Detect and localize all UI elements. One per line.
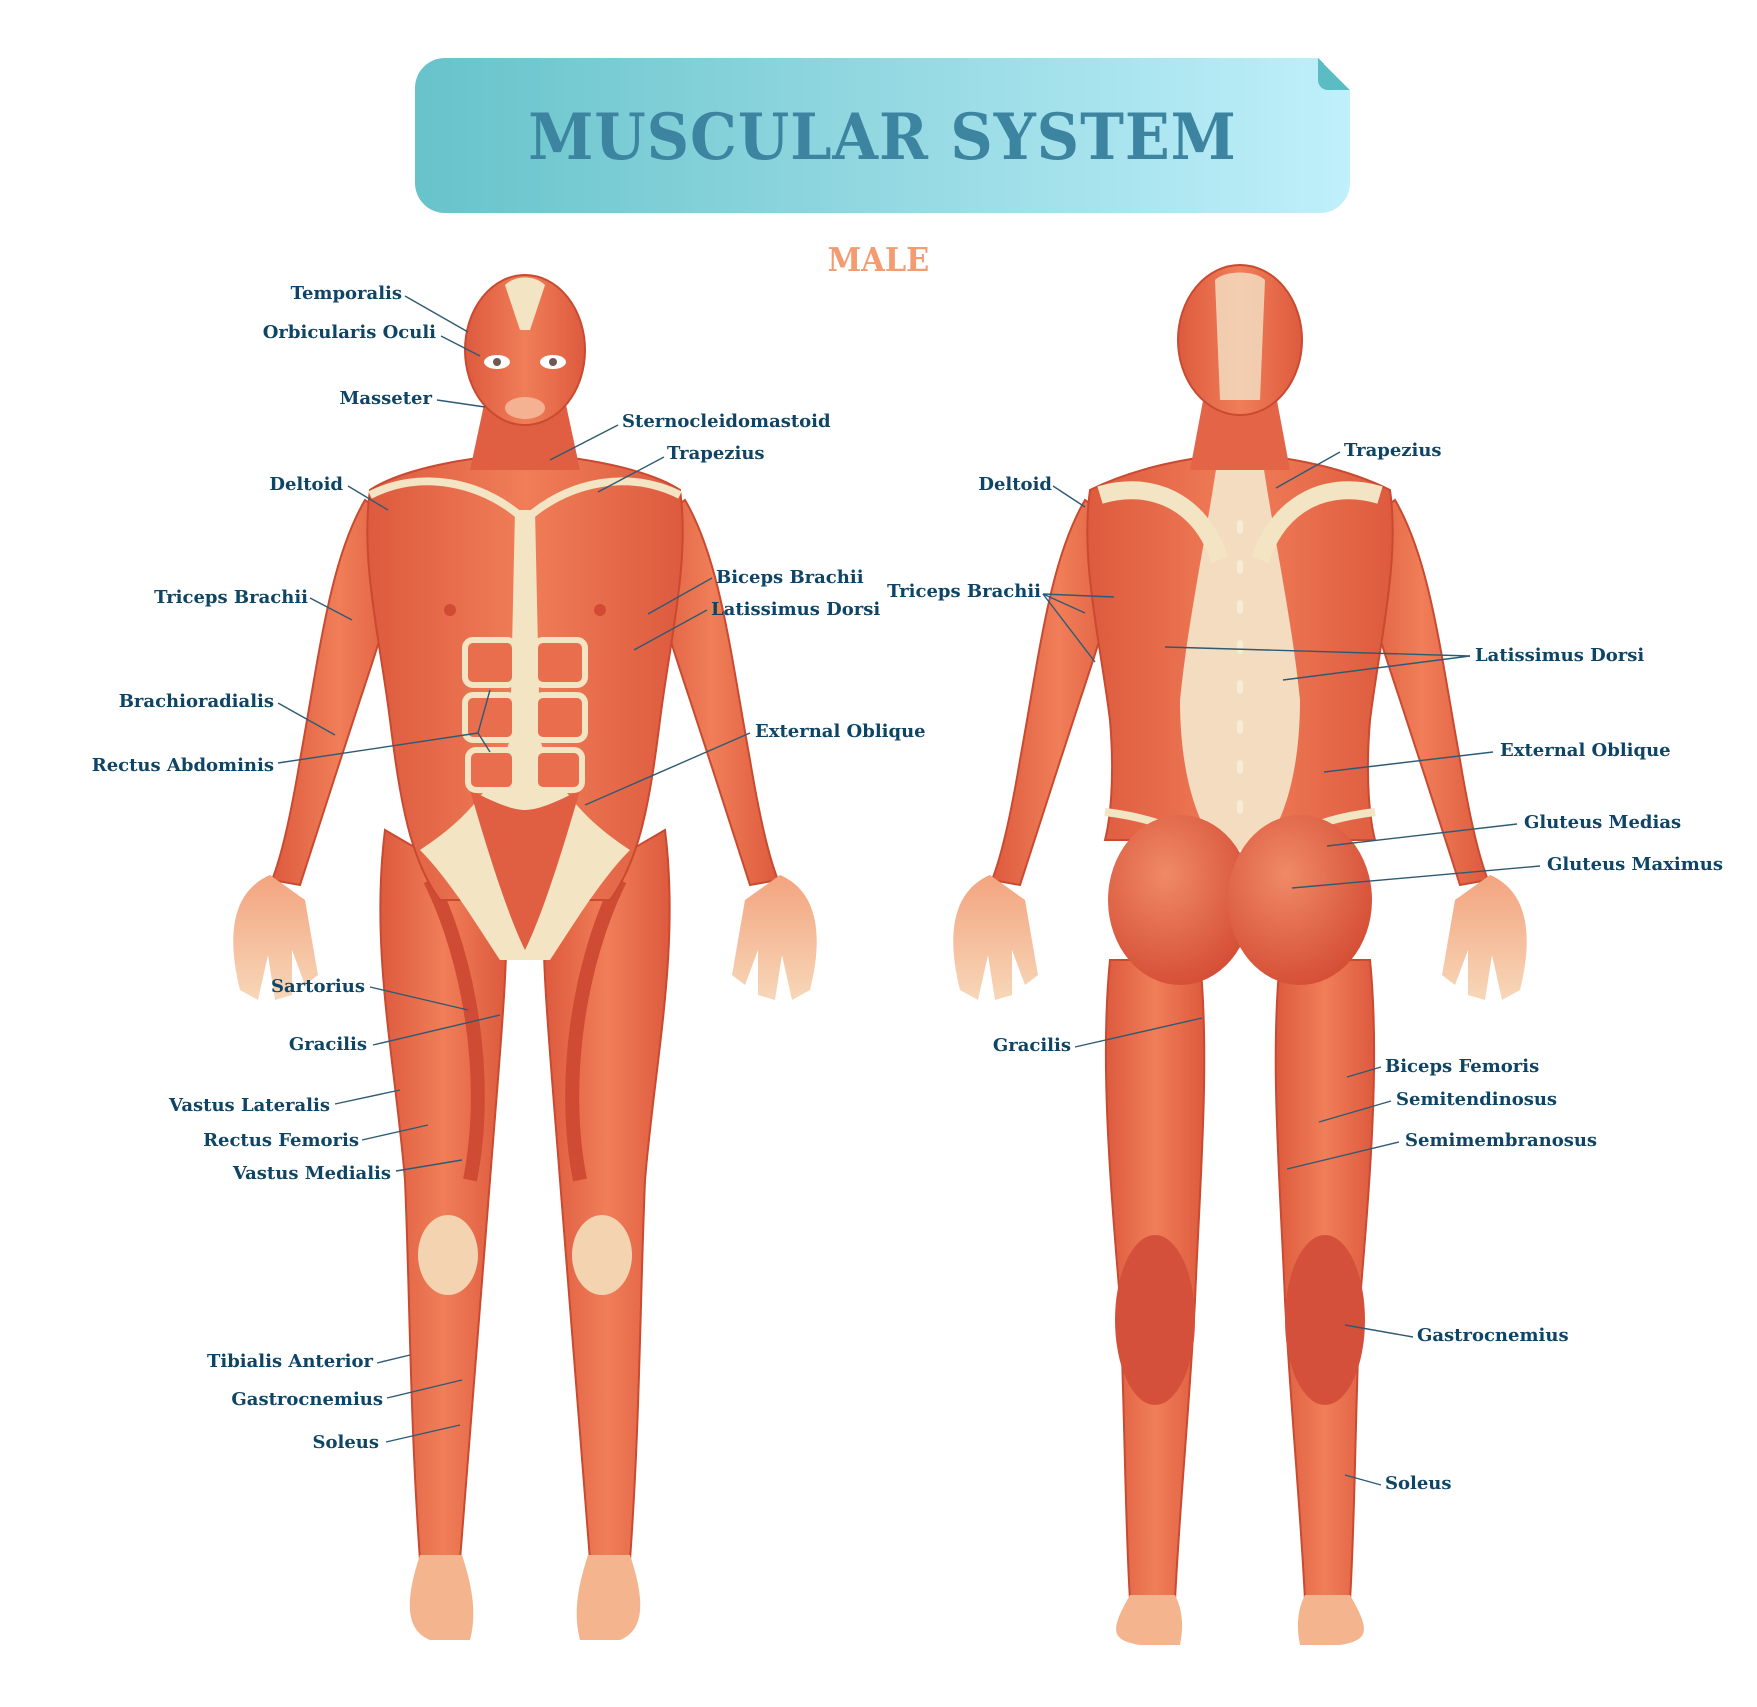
label-rectus-femoris: Rectus Femoris xyxy=(203,1130,359,1151)
label-brachioradialis: Brachioradialis xyxy=(118,691,274,712)
label-trapezius-back: Trapezius xyxy=(1344,440,1442,461)
label-gluteus-medias: Gluteus Medias xyxy=(1524,812,1682,833)
label-external-oblique-back: External Oblique xyxy=(1500,740,1671,761)
back-figure xyxy=(953,264,1527,1645)
label-sternocleidomastoid: Sternocleidomastoid xyxy=(622,411,831,432)
label-vastus-lateralis: Vastus Lateralis xyxy=(169,1095,330,1116)
label-triceps-brachii-back: Triceps Brachii xyxy=(887,581,1041,602)
banner-fold-corner xyxy=(1318,58,1350,90)
page-title: MUSCULAR SYSTEM xyxy=(528,100,1237,175)
front-leader-lines xyxy=(277,295,751,1443)
label-semimembranosus: Semimembranosus xyxy=(1405,1130,1598,1151)
label-external-oblique-front: External Oblique xyxy=(755,721,926,742)
label-soleus-front: Soleus xyxy=(312,1432,379,1453)
label-tibialis-anterior: Tibialis Anterior xyxy=(206,1351,373,1372)
label-biceps-femoris: Biceps Femoris xyxy=(1385,1056,1540,1077)
label-triceps-brachii-front: Triceps Brachii xyxy=(154,587,308,608)
label-soleus-back: Soleus xyxy=(1385,1473,1452,1494)
label-gracilis-back: Gracilis xyxy=(992,1035,1071,1056)
label-rectus-abdominis: Rectus Abdominis xyxy=(91,755,274,776)
label-gluteus-maximus: Gluteus Maximus xyxy=(1547,854,1723,875)
label-orbicularis-oculi: Orbicularis Oculi xyxy=(262,322,436,343)
front-figure xyxy=(233,274,817,1640)
label-deltoid-front: Deltoid xyxy=(269,474,343,495)
label-vastus-medialis: Vastus Medialis xyxy=(232,1163,391,1184)
label-deltoid-back: Deltoid xyxy=(978,474,1052,495)
label-temporalis: Temporalis xyxy=(290,283,402,304)
label-semitendinosus: Semitendinosus xyxy=(1396,1089,1558,1110)
label-biceps-brachii: Biceps Brachii xyxy=(716,567,864,588)
label-gastrocnemius-back: Gastrocnemius xyxy=(1417,1325,1569,1346)
label-gracilis-front: Gracilis xyxy=(288,1034,367,1055)
label-latissimus-dorsi-back: Latissimus Dorsi xyxy=(1475,645,1645,666)
label-trapezius-front: Trapezius xyxy=(667,443,765,464)
title-banner: MUSCULAR SYSTEM xyxy=(415,58,1350,213)
back-leader-lines xyxy=(1042,451,1541,1486)
label-sartorius: Sartorius xyxy=(270,976,365,997)
label-gastrocnemius-front: Gastrocnemius xyxy=(231,1389,383,1410)
subtitle-gender: MALE xyxy=(827,240,930,279)
label-masseter: Masseter xyxy=(339,388,432,409)
label-latissimus-dorsi-front: Latissimus Dorsi xyxy=(711,599,881,620)
